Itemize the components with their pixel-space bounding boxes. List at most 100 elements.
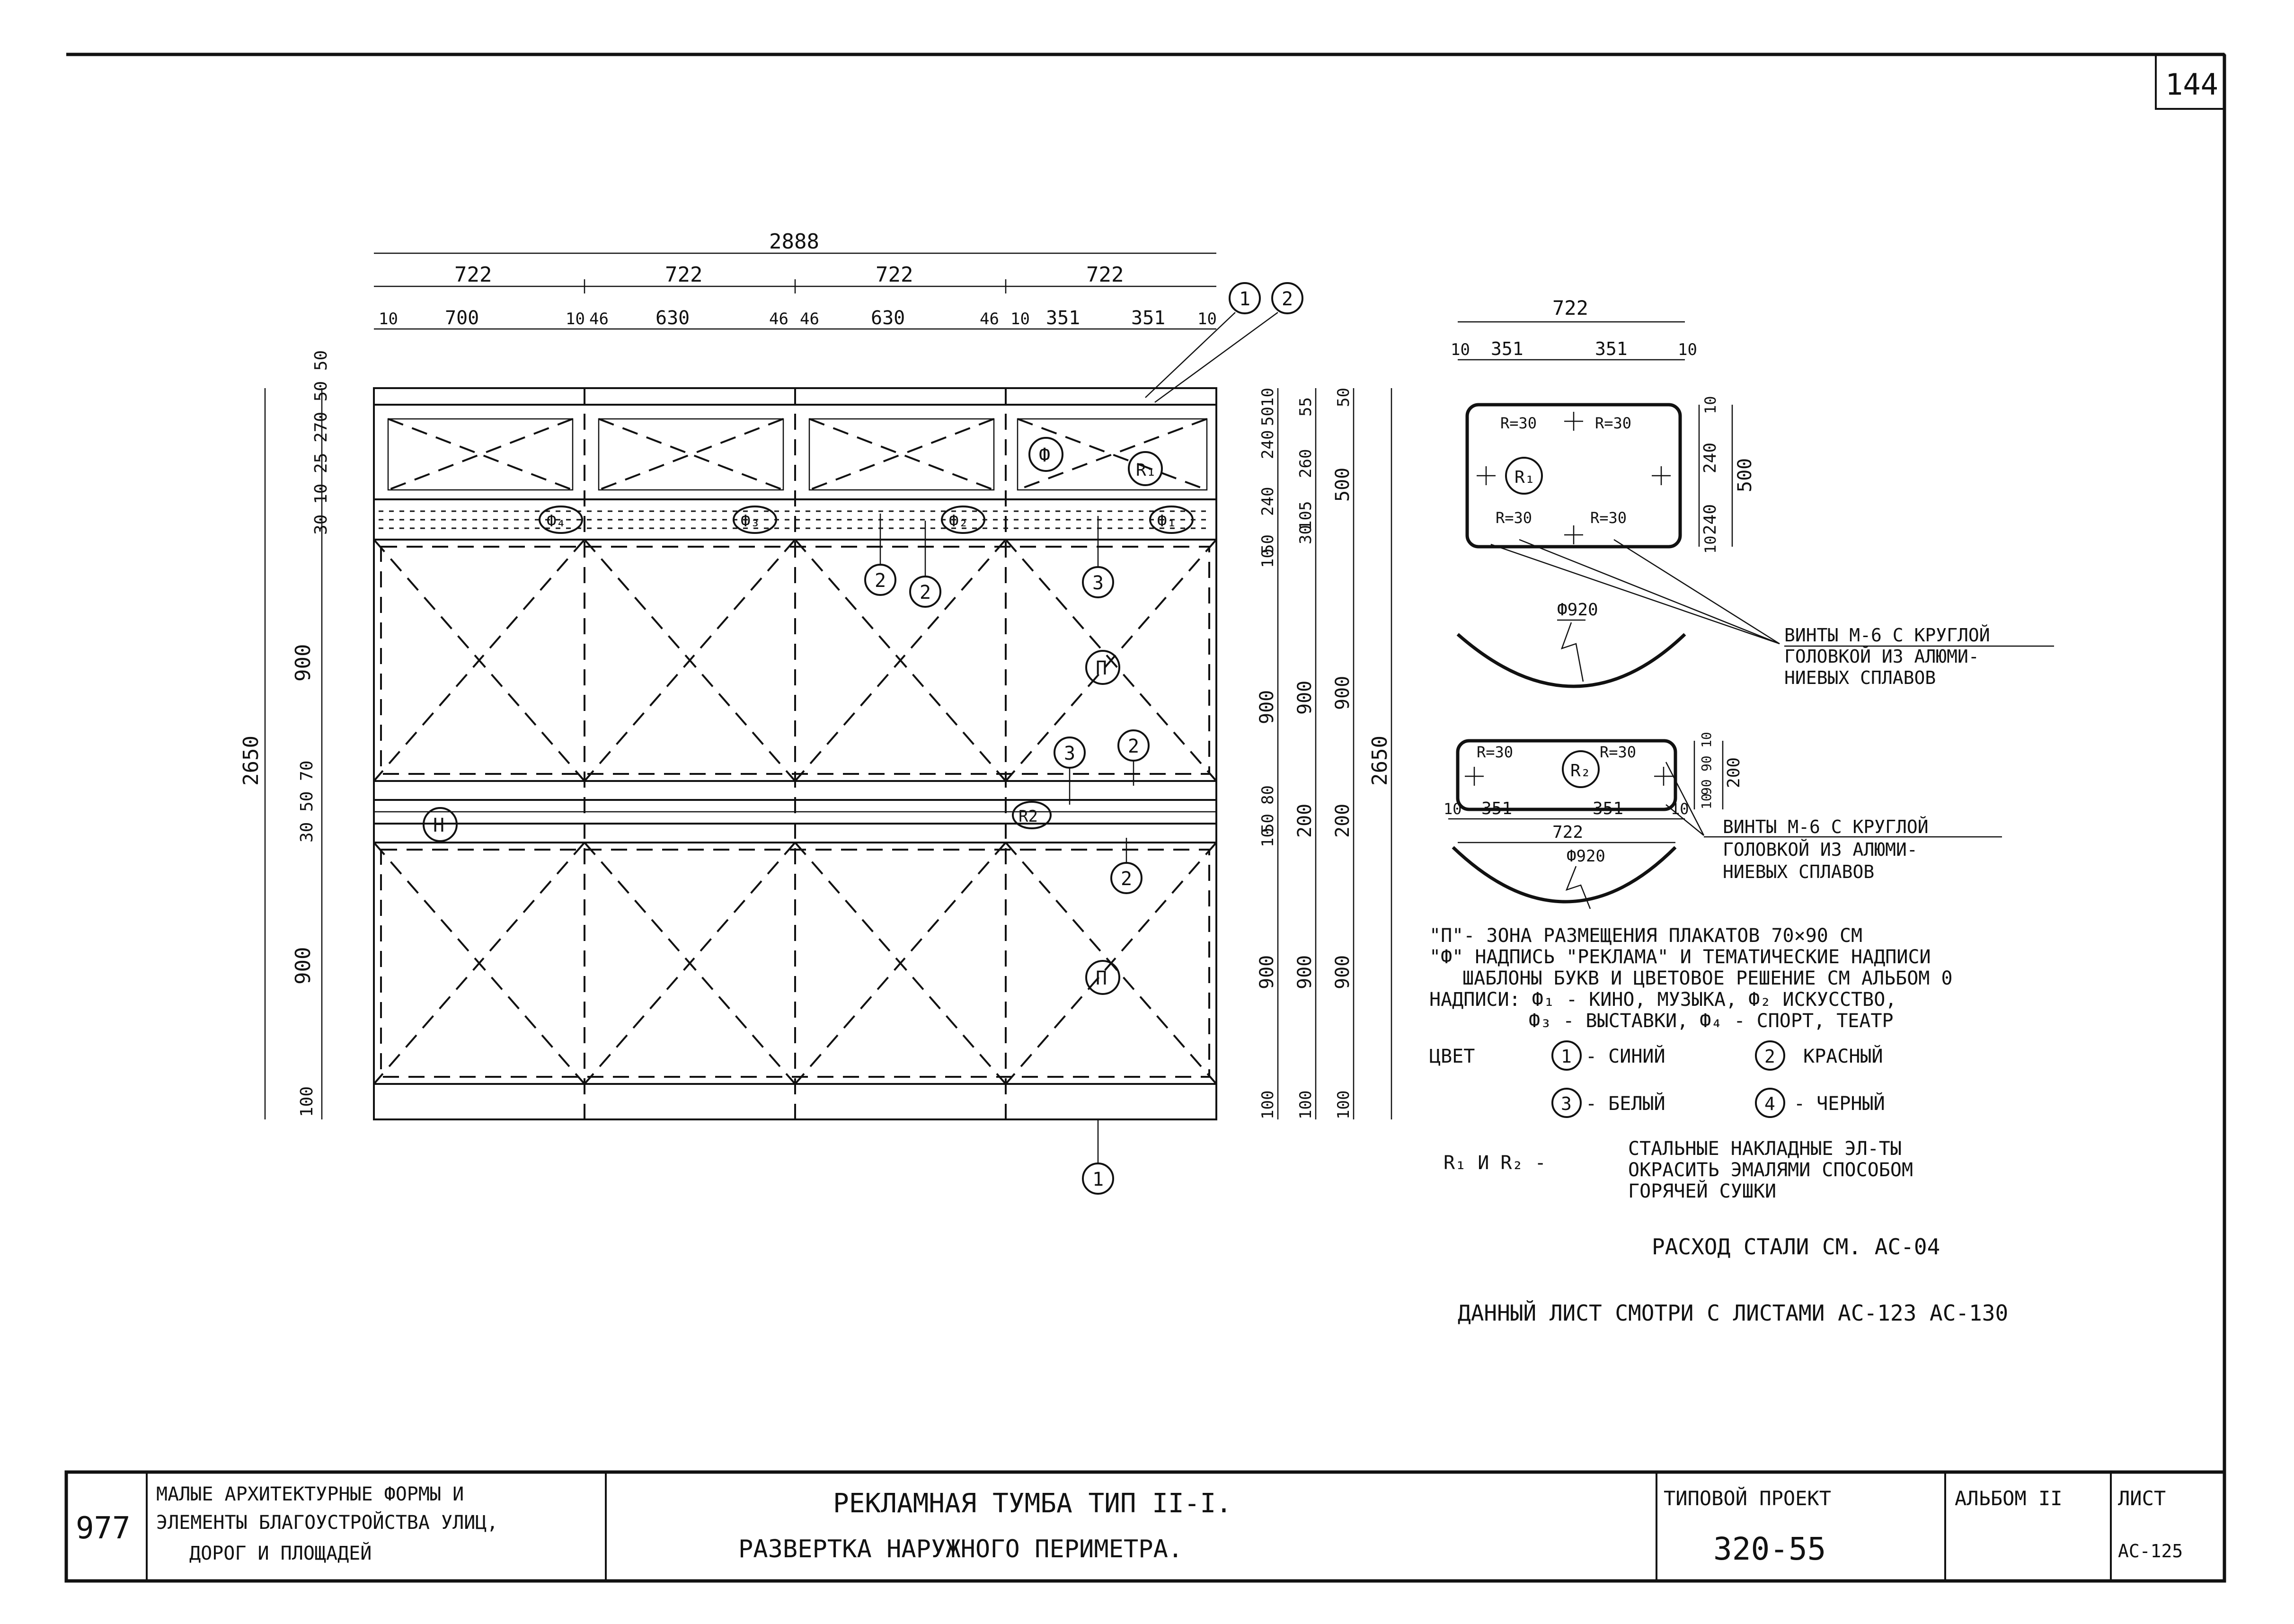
note-poster-zone: "П"- ЗОНА РАЗМЕЩЕНИЯ ПЛАКАТОВ 70×90 СМ: [1429, 925, 1862, 947]
svg-text:351: 351: [1481, 799, 1512, 818]
title-block: 977 МАЛЫЕ АРХИТЕКТУРНЫЕ ФОРМЫ И ЭЛЕМЕНТЫ…: [64, 1470, 2226, 1583]
svg-text:1: 1: [1092, 1169, 1104, 1190]
svg-text:- СИНИЙ: - СИНИЙ: [1585, 1045, 1665, 1067]
svg-text:10: 10: [1699, 793, 1714, 809]
svg-text:10: 10: [379, 310, 398, 328]
svg-text:Ф₃: Ф₃: [741, 512, 760, 531]
label-band-hatch: [379, 510, 1212, 529]
svg-text:10: 10: [1197, 310, 1217, 328]
svg-text:100: 100: [1334, 1091, 1353, 1119]
drawing-subtitle: РАЗВЕРТКА НАРУЖНОГО ПЕРИМЕТРА.: [738, 1535, 1183, 1563]
svg-text:3: 3: [1092, 572, 1104, 594]
notes-block: "П"- ЗОНА РАЗМЕЩЕНИЯ ПЛАКАТОВ 70×90 СМ "…: [1429, 925, 2008, 1326]
svg-text:ТИПОВОЙ ПРОЕКТ: ТИПОВОЙ ПРОЕКТ: [1664, 1486, 1831, 1510]
svg-text:90: 90: [1699, 755, 1714, 772]
svg-text:ВИНТЫ М-6 С КРУГЛОЙ: ВИНТЫ М-6 С КРУГЛОЙ: [1784, 625, 1990, 646]
svg-text:10: 10: [1010, 310, 1030, 328]
svg-text:200: 200: [1294, 804, 1316, 838]
svg-text:200: 200: [1724, 757, 1744, 788]
svg-text:722: 722: [1086, 263, 1124, 287]
svg-text:1: 1: [1239, 288, 1250, 310]
steel-usage-note: РАСХОД СТАЛИ СМ. АС-04: [1652, 1234, 1940, 1260]
svg-text:50: 50: [1334, 388, 1353, 407]
svg-text:R=30: R=30: [1590, 509, 1627, 527]
svg-text:30 50 70: 30 50 70: [297, 761, 317, 843]
svg-text:50: 50: [1258, 534, 1277, 554]
left-number: 977: [76, 1511, 131, 1546]
svg-text:R₁ И R₂ -: R₁ И R₂ -: [1444, 1152, 1546, 1174]
screw-note-1: ВИНТЫ М-6 С КРУГЛОЙ ГОЛОВКОЙ ИЗ АЛЮМИ- Н…: [1784, 625, 2054, 688]
svg-text:R₁: R₁: [1515, 468, 1535, 487]
svg-text:Ф₄: Ф₄: [547, 512, 566, 531]
svg-text:4: 4: [1764, 1093, 1775, 1114]
svg-text:722: 722: [1552, 823, 1583, 842]
svg-text:2: 2: [875, 570, 886, 592]
svg-text:351: 351: [1491, 338, 1523, 359]
svg-text:90: 90: [1699, 779, 1714, 795]
svg-text:240: 240: [1701, 504, 1720, 535]
svg-text:НАДПИСИ: Ф₁ - КИНО, МУЗЫКА, Ф₂: НАДПИСИ: Ф₁ - КИНО, МУЗЫКА, Ф₂ ИСКУССТВО…: [1429, 989, 1896, 1011]
svg-text:10: 10: [1701, 396, 1719, 414]
svg-text:240: 240: [1258, 487, 1277, 516]
svg-text:R=30: R=30: [1477, 743, 1513, 761]
detail-r2: R=30 R=30 R₂ 10 90 90 10 200 10 351 351 …: [1444, 732, 1744, 909]
svg-text:- ЧЕРНЫЙ: - ЧЕРНЫЙ: [1794, 1092, 1885, 1115]
svg-text:3: 3: [1064, 743, 1075, 764]
svg-text:2: 2: [1764, 1046, 1775, 1067]
svg-text:10: 10: [1671, 800, 1689, 818]
svg-text:МАЛЫЕ АРХИТЕКТУРНЫЕ ФОРМЫ И: МАЛЫЕ АРХИТЕКТУРНЫЕ ФОРМЫ И: [156, 1483, 464, 1505]
svg-text:Ф₁: Ф₁: [1157, 512, 1177, 531]
svg-text:351: 351: [1593, 799, 1623, 818]
sheet-number: АС-125: [2118, 1541, 2183, 1562]
top-dimensions: 2888 722 722 722 722 10 700 10 46 630 46…: [374, 230, 1217, 330]
note-inscription: "Ф" НАДПИСЬ "РЕКЛАМА" И ТЕМАТИЧЕСКИЕ НАД…: [1429, 946, 1931, 968]
svg-text:240: 240: [1701, 443, 1720, 473]
svg-text:900: 900: [1332, 955, 1354, 989]
svg-text:1: 1: [1561, 1046, 1572, 1067]
svg-text:100: 100: [1296, 1091, 1315, 1119]
svg-text:ЛИСТ: ЛИСТ: [2118, 1487, 2166, 1510]
see-sheets-note: ДАННЫЙ ЛИСТ СМОТРИ С ЛИСТАМИ АС-123 АС-1…: [1458, 1300, 2008, 1326]
svg-text:Ф₃ - ВЫСТАВКИ, Ф₄ - СПОРТ, ТЕА: Ф₃ - ВЫСТАВКИ, Ф₄ - СПОРТ, ТЕАТР: [1529, 1010, 1894, 1032]
svg-text:30: 30: [1296, 525, 1315, 544]
svg-text:900: 900: [291, 947, 315, 985]
svg-text:НИЕВЫХ СПЛАВОВ: НИЕВЫХ СПЛАВОВ: [1723, 861, 1874, 882]
middle-band-ribs: [374, 799, 1216, 825]
svg-text:R=30: R=30: [1496, 509, 1532, 527]
main-elevation: [373, 387, 1217, 1120]
svg-text:ГОРЯЧЕЙ СУШКИ: ГОРЯЧЕЙ СУШКИ: [1628, 1180, 1776, 1202]
svg-text:- БЕЛЫЙ: - БЕЛЫЙ: [1585, 1092, 1665, 1115]
svg-text:ЭЛЕМЕНТЫ БЛАГОУСТРОЙСТВА УЛИЦ,: ЭЛЕМЕНТЫ БЛАГОУСТРОЙСТВА УЛИЦ,: [156, 1511, 498, 1534]
svg-text:900: 900: [1256, 955, 1278, 989]
svg-text:722: 722: [876, 263, 913, 287]
album-label: АЛЬБОМ II: [1955, 1487, 2063, 1510]
screw-note-2: ВИНТЫ М-6 С КРУГЛОЙ ГОЛОВКОЙ ИЗ АЛЮМИ- Н…: [1704, 816, 2002, 882]
svg-text:СТАЛЬНЫЕ НАКЛАДНЫЕ ЭЛ-ТЫ: СТАЛЬНЫЕ НАКЛАДНЫЕ ЭЛ-ТЫ: [1628, 1138, 1902, 1160]
right-dimensions: 10 50 240 240 50 10 900 80 50 10 900 100…: [1256, 388, 1392, 1119]
svg-text:10: 10: [1699, 732, 1714, 748]
svg-text:900: 900: [291, 644, 315, 682]
svg-text:700: 700: [445, 307, 479, 329]
svg-text:722: 722: [665, 263, 702, 287]
svg-text:Ф920: Ф920: [1557, 600, 1598, 620]
svg-text:200: 200: [1332, 804, 1354, 838]
dim-overall: 2888: [769, 230, 819, 254]
svg-text:80: 80: [1258, 785, 1277, 805]
svg-text:50: 50: [1258, 814, 1277, 833]
svg-text:ШАБЛОНЫ БУКВ И ЦВЕТОВОЕ РЕШЕНИ: ШАБЛОНЫ БУКВ И ЦВЕТОВОЕ РЕШЕНИЕ СМ АЛЬБО…: [1462, 967, 1953, 989]
svg-text:Ф: Ф: [1039, 444, 1050, 466]
svg-text:900: 900: [1294, 681, 1316, 715]
svg-text:ВИНТЫ М-6 С КРУГЛОЙ: ВИНТЫ М-6 С КРУГЛОЙ: [1723, 816, 1929, 837]
svg-text:46: 46: [769, 310, 788, 328]
header-frames: [387, 418, 1208, 491]
svg-text:10: 10: [1444, 800, 1462, 818]
svg-text:10: 10: [566, 310, 585, 328]
svg-text:2: 2: [1282, 288, 1293, 310]
svg-text:10: 10: [1258, 388, 1277, 407]
svg-text:КРАСНЫЙ: КРАСНЫЙ: [1803, 1045, 1883, 1067]
svg-text:722: 722: [1552, 296, 1588, 319]
svg-text:R=30: R=30: [1500, 414, 1537, 432]
svg-text:Н: Н: [433, 815, 444, 836]
svg-text:Ф₂: Ф₂: [949, 512, 968, 531]
